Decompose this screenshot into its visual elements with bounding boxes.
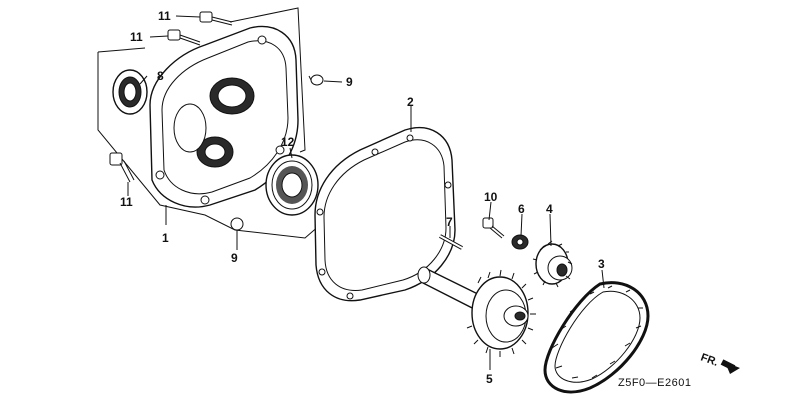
callout-2: 2 [407,95,414,109]
case-group-bracket [97,7,321,239]
small-sprocket [532,240,573,288]
key-pin [439,234,463,250]
callout-8: 8 [157,69,164,83]
drive-chain [543,281,650,394]
leader-lines [127,15,605,370]
callout-7: 7 [446,215,453,229]
callout-11-top: 11 [158,9,171,23]
callout-9-top: 9 [346,75,353,89]
sprocket-shaft [417,266,536,357]
diagram-code: Z5F0—E2601 [618,377,691,389]
callout-1: 1 [162,231,169,245]
front-indicator-label: FR. [699,352,720,369]
bolt-top [199,11,233,26]
dowel-pin-top [308,74,324,86]
callout-6: 6 [518,202,525,216]
bolt-left [109,152,135,183]
bearing [265,154,319,216]
callout-12: 12 [281,135,295,149]
flange-bolt [482,217,505,239]
washer [511,234,529,250]
gasket [314,126,456,302]
case-cover [149,25,299,208]
callout-10: 10 [484,190,498,204]
callout-11-middle: 11 [130,30,143,44]
callout-3: 3 [598,257,605,271]
callout-5: 5 [486,372,493,386]
callout-9-bottom: 9 [231,251,238,265]
dowel-pin-bottom [230,217,244,231]
callout-labels: 11 11 11 8 9 9 12 1 2 7 10 6 4 3 5 [120,9,605,386]
oil-seal [112,69,148,115]
callout-4: 4 [546,202,553,216]
front-direction-arrow: FR. [699,352,740,374]
bolt-middle [167,29,201,46]
callout-11-left: 11 [120,195,133,209]
